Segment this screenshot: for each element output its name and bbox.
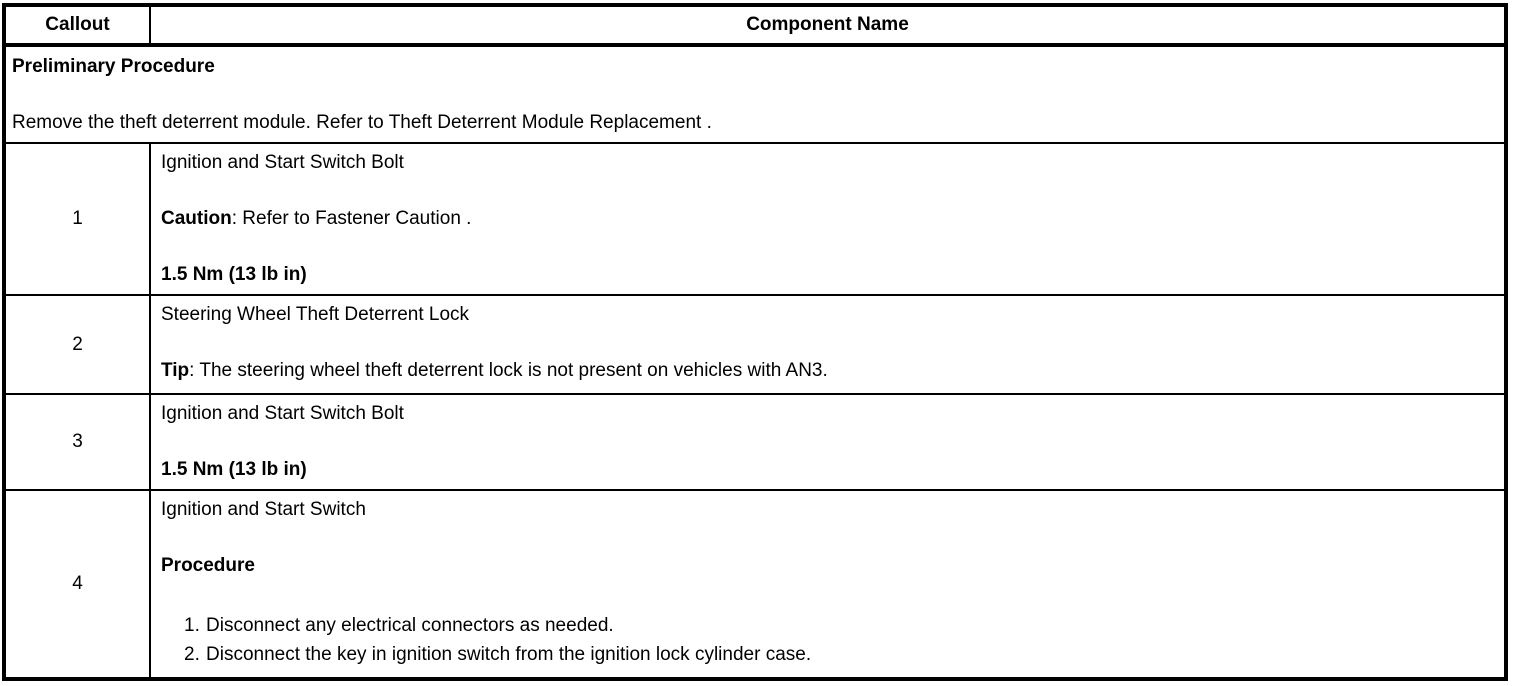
torque-spec: 1.5 Nm (13 lb in) xyxy=(161,459,307,480)
step-number: 2. xyxy=(184,644,200,665)
table-row-3: 3 Ignition and Start Switch Bolt 1.5 Nm … xyxy=(3,393,1507,491)
header-cell-callout: Callout xyxy=(3,4,151,47)
procedure-step-2: 2. Disconnect the key in ignition switch… xyxy=(184,640,1494,669)
step-text: Disconnect the key in ignition switch fr… xyxy=(206,644,812,665)
step-text: Disconnect any electrical connectors as … xyxy=(206,615,614,636)
caution-note: Caution: Refer to Fastener Caution . xyxy=(161,208,1494,230)
callout-number-4: 4 xyxy=(3,489,151,680)
preliminary-procedure-cell: Preliminary Procedure Remove the theft d… xyxy=(3,44,1507,144)
callout-number-2: 2 xyxy=(3,294,151,395)
component-cell-3: Ignition and Start Switch Bolt 1.5 Nm (1… xyxy=(149,393,1507,491)
table-row-4: 4 Ignition and Start Switch Procedure 1.… xyxy=(3,489,1507,680)
procedure-steps-list: 1. Disconnect any electrical connectors … xyxy=(184,611,1494,669)
preliminary-procedure-row: Preliminary Procedure Remove the theft d… xyxy=(3,44,1507,144)
step-number: 1. xyxy=(184,615,200,636)
table-row-2: 2 Steering Wheel Theft Deterrent Lock Ti… xyxy=(3,294,1507,395)
component-name-text: Ignition and Start Switch Bolt xyxy=(161,152,404,173)
preliminary-procedure-instruction: Remove the theft deterrent module. Refer… xyxy=(12,112,712,133)
torque-spec: 1.5 Nm (13 lb in) xyxy=(161,264,307,285)
table-row-1: 1 Ignition and Start Switch Bolt Caution… xyxy=(3,142,1507,296)
tip-note: Tip: The steering wheel theft deterrent … xyxy=(161,360,1494,382)
callout-number-3: 3 xyxy=(3,393,151,491)
caution-text: : Refer to Fastener Caution . xyxy=(231,208,472,229)
component-name-text: Ignition and Start Switch xyxy=(161,499,366,520)
procedure-step-1: 1. Disconnect any electrical connectors … xyxy=(184,611,1494,640)
component-callout-table: Callout Component Name Preliminary Proce… xyxy=(2,3,1508,681)
tip-label: Tip xyxy=(161,360,190,381)
preliminary-procedure-title: Preliminary Procedure xyxy=(12,56,215,77)
component-name-text: Ignition and Start Switch Bolt xyxy=(161,403,404,424)
procedure-heading: Procedure xyxy=(161,555,255,576)
callout-number-1: 1 xyxy=(3,142,151,296)
component-cell-1: Ignition and Start Switch Bolt Caution: … xyxy=(149,142,1507,296)
header-cell-component-name: Component Name xyxy=(149,4,1507,47)
component-cell-2: Steering Wheel Theft Deterrent Lock Tip:… xyxy=(149,294,1507,395)
caution-label: Caution xyxy=(161,208,232,229)
tip-text: : The steering wheel theft deterrent loc… xyxy=(189,360,828,381)
component-name-text: Steering Wheel Theft Deterrent Lock xyxy=(161,304,470,325)
component-cell-4: Ignition and Start Switch Procedure 1. D… xyxy=(149,489,1507,680)
table-header-row: Callout Component Name xyxy=(3,4,1507,47)
